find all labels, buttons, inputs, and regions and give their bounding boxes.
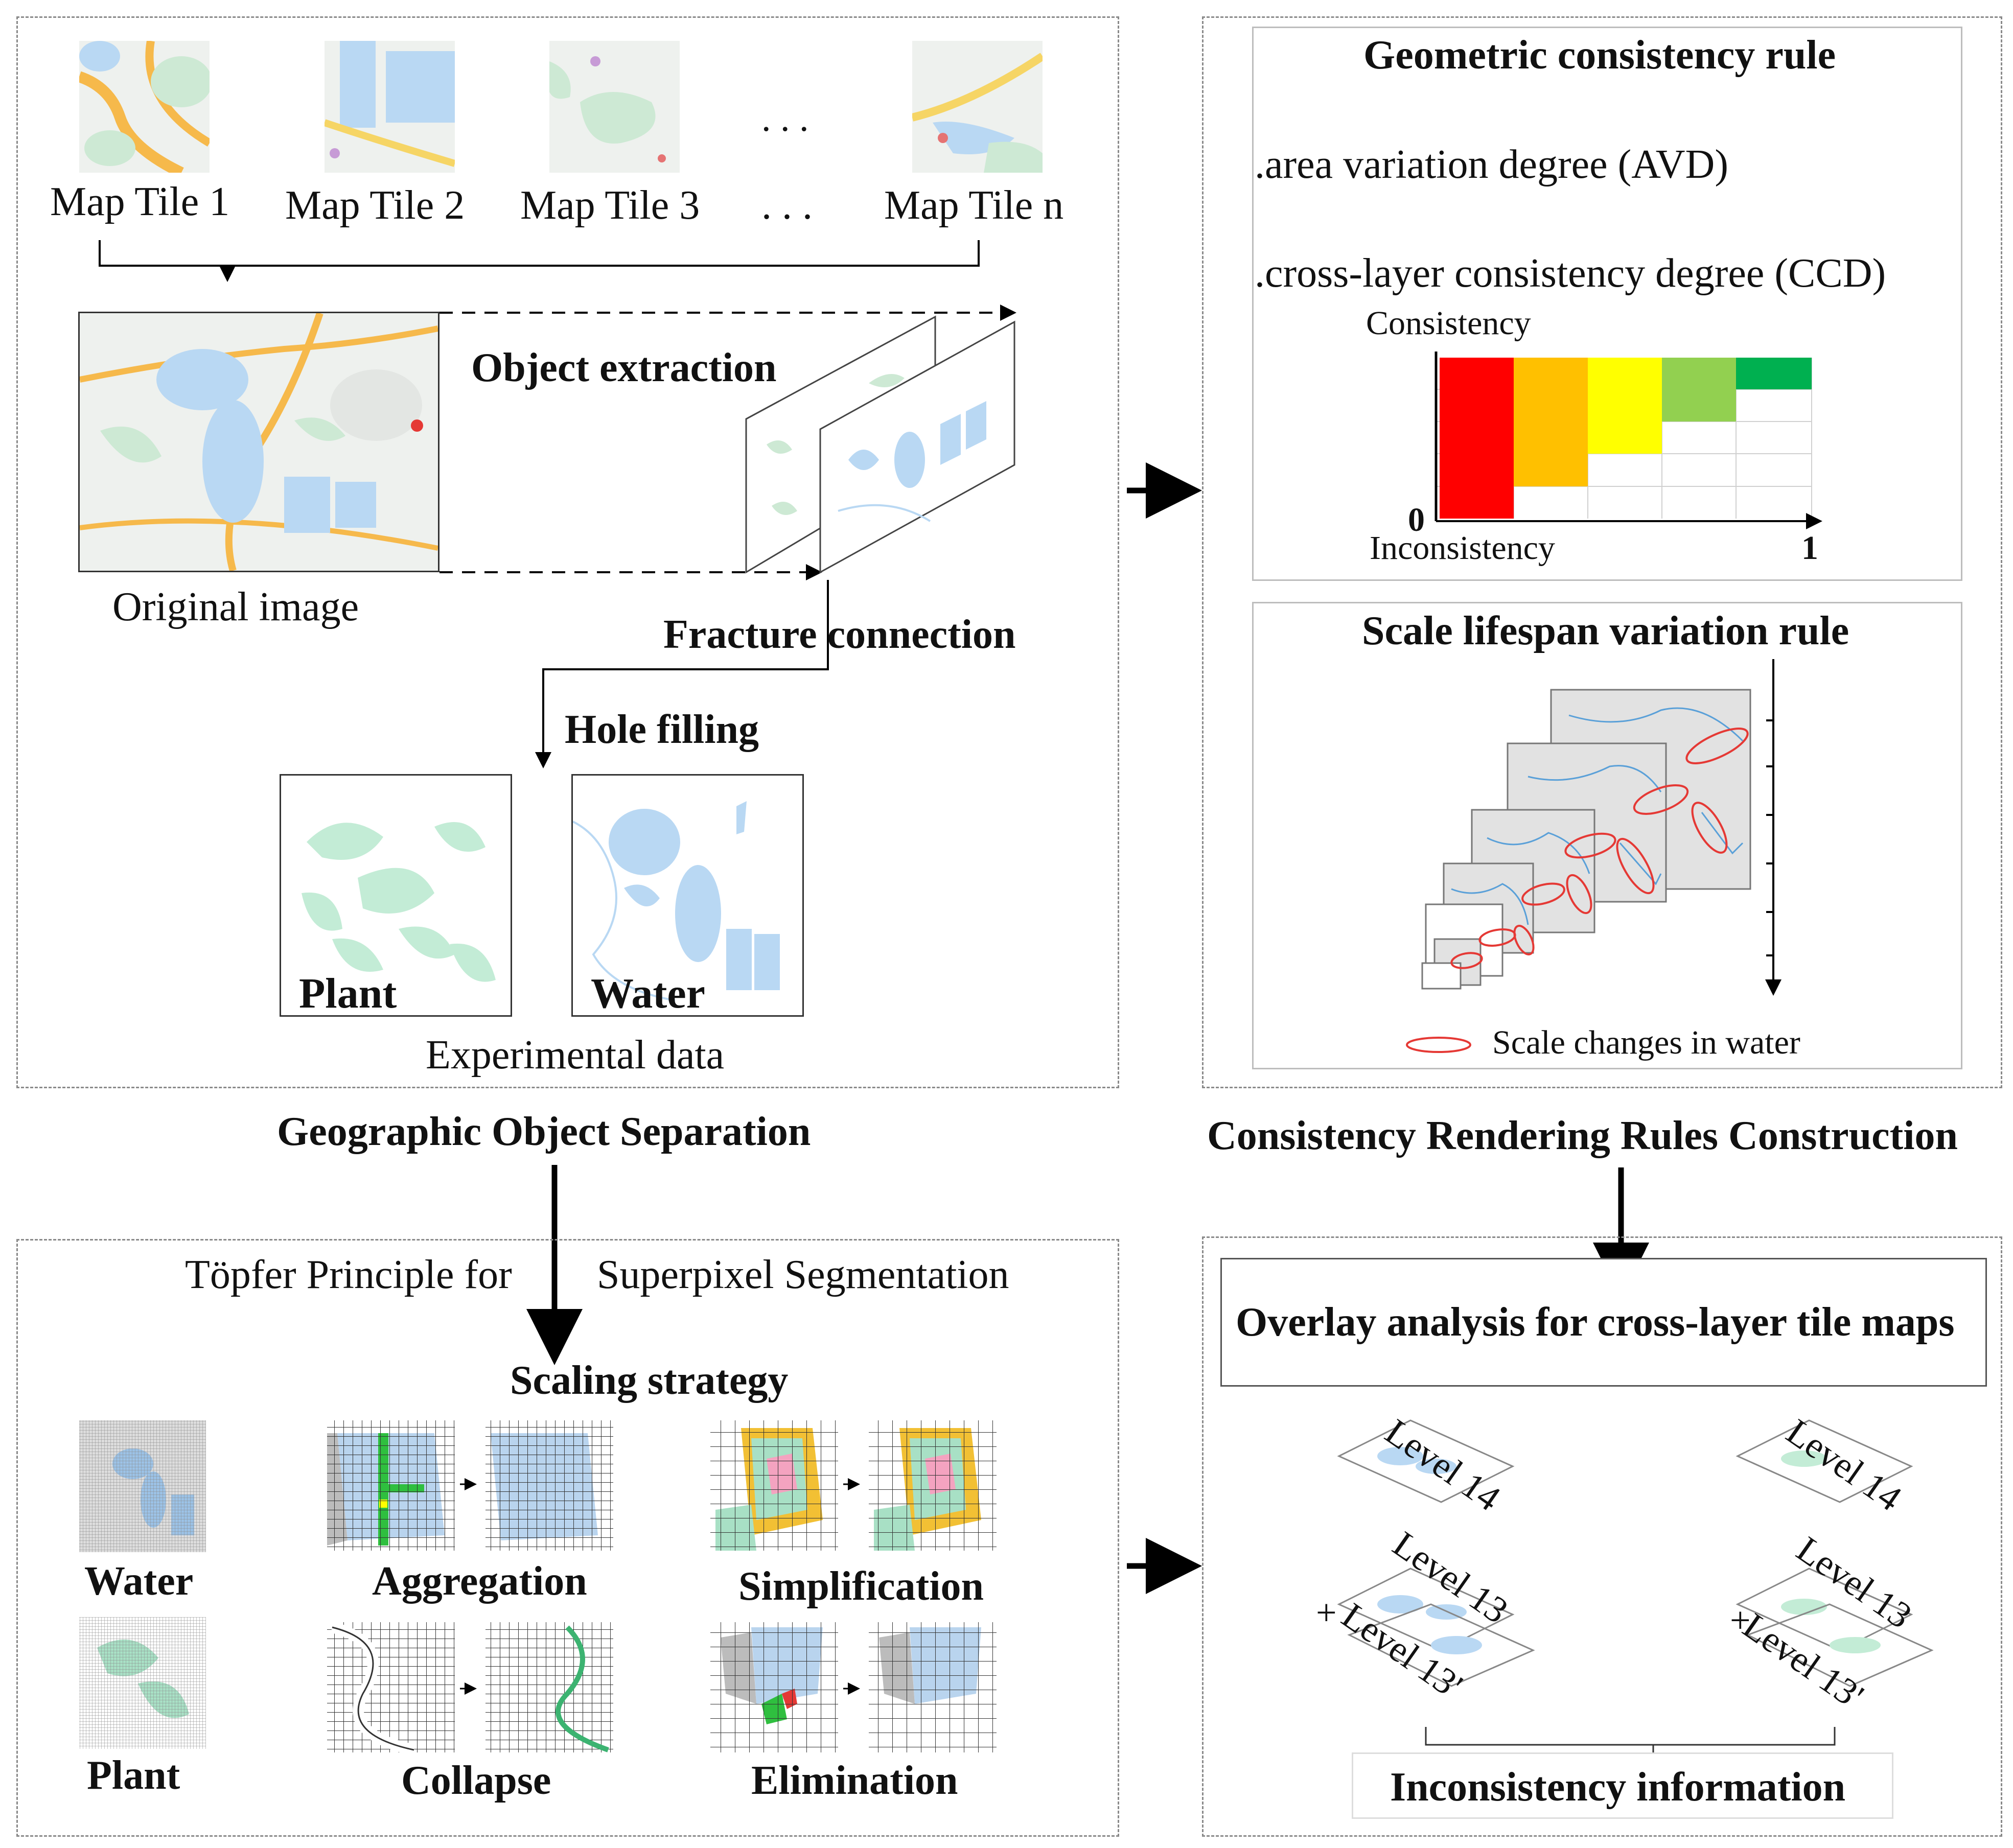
scaling-thumbnails [79, 1420, 997, 1756]
topfer-label: Töpfer Principle for [185, 1252, 512, 1297]
map-tile-n-graphic [912, 41, 1043, 173]
simplification-label: Simplification [738, 1564, 984, 1609]
collapse-label: Collapse [401, 1758, 551, 1803]
water-grid-thumb [79, 1420, 206, 1552]
water-data-box: Water [571, 774, 804, 1017]
simplification-after-thumb [869, 1420, 997, 1551]
map-tile-label-3: Map Tile 3 [520, 183, 700, 228]
geometric-consistency-title: Geometric consistency rule [1363, 33, 1836, 78]
overlay-analysis-panel [1202, 1236, 2002, 1837]
extraction-dashed-lines [439, 305, 1016, 580]
scaling-strategy-panel [16, 1239, 1119, 1837]
object-extraction-label: Object extraction [471, 345, 777, 390]
overlay-title: Overlay analysis for cross-layer tile ma… [1236, 1300, 1955, 1345]
ccd-label: .cross-layer consistency degree (CCD) [1255, 251, 1886, 296]
axis-one-label: 1 [1801, 529, 1818, 567]
map-tile-3-thumbnail [549, 41, 680, 173]
collapse-before-thumb [327, 1622, 455, 1756]
map-tile-label-1: Map Tile 1 [50, 179, 230, 224]
plant-data-graphic [302, 822, 496, 982]
staircase-bar-yellow [1588, 358, 1662, 454]
inconsistency-axis-label: Inconsistency [1370, 529, 1555, 567]
scale-lifespan-title: Scale lifespan variation rule [1362, 609, 1849, 653]
staircase-bar-lightgreen [1662, 358, 1736, 422]
scale-lifespan-graphic [1421, 659, 1781, 996]
avd-label: .area variation degree (AVD) [1255, 142, 1728, 187]
geographic-object-separation-title: Geographic Object Separation [277, 1109, 811, 1154]
map-tile-2-thumbnail [325, 41, 455, 173]
experimental-data-label: Experimental data [426, 1033, 725, 1078]
tiles-bracket [99, 240, 980, 282]
overlay-title-box [1220, 1258, 1987, 1387]
hole-filling-label: Hole filling [565, 707, 759, 752]
flow-arrows [526, 462, 1649, 1594]
overlay-level-sheets [1337, 1419, 1934, 1687]
staircase-bar-red [1440, 358, 1514, 519]
water-data-graphic [572, 801, 780, 1001]
map-tile-1-thumbnail [79, 41, 210, 173]
elimination-before-thumb [710, 1622, 838, 1752]
plant-grid-thumb [79, 1617, 206, 1749]
original-image [78, 312, 439, 572]
water-grid-label: Water [84, 1559, 194, 1604]
consistency-staircase-chart [1434, 352, 1822, 529]
plant-data-box: Plant [280, 774, 512, 1017]
aggregation-after-thumb [485, 1420, 613, 1551]
scaling-strategy-label: Scaling strategy [510, 1358, 789, 1403]
collapse-after-thumb [485, 1622, 613, 1752]
elimination-after-thumb [869, 1622, 997, 1752]
original-image-label: Original image [112, 584, 359, 629]
consistency-axis-label: Consistency [1366, 305, 1531, 342]
fracture-connection-label: Fracture connection [663, 612, 1016, 657]
fracture-hole-path [535, 580, 829, 768]
simplification-before-thumb [710, 1420, 838, 1551]
map-tile-2-graphic [325, 41, 455, 173]
water-data-label: Water [591, 970, 705, 1017]
inconsistency-info-label: Inconsistency information [1390, 1765, 1846, 1810]
inconsistency-bracket [1425, 1727, 1836, 1752]
stacked-scale-layers [1421, 689, 1751, 990]
geographic-object-separation-panel [16, 16, 1119, 1088]
map-tile-label-ellipsis: . . . [761, 183, 813, 228]
plant-grid-label: Plant [87, 1753, 180, 1798]
consistency-rules-title: Consistency Rendering Rules Construction [1207, 1113, 1958, 1158]
plant-plus-sign: + [1730, 1600, 1751, 1641]
plant-data-label: Plant [299, 970, 397, 1017]
map-tile-n-thumbnail [912, 41, 1043, 173]
aggregation-label: Aggregation [372, 1559, 587, 1604]
staircase-bar-green [1736, 358, 1812, 389]
axis-zero-label: 0 [1408, 501, 1425, 539]
top-ellipsis: . . . [761, 98, 809, 139]
scale-axis [1765, 659, 1781, 996]
map-tile-label-2: Map Tile 2 [285, 183, 465, 228]
superpixel-label: Superpixel Segmentation [597, 1252, 1009, 1297]
map-tile-1-graphic [79, 41, 210, 173]
aggregation-before-thumb [327, 1420, 455, 1551]
staircase-bar-orange [1514, 358, 1588, 486]
elimination-label: Elimination [751, 1758, 958, 1803]
geometric-consistency-box [1252, 27, 1962, 581]
extracted-layers-graphic [745, 315, 1015, 574]
map-tile-label-n: Map Tile n [884, 183, 1064, 228]
water-plus-sign: + [1316, 1592, 1337, 1633]
scale-change-ellipses [1450, 728, 1749, 969]
consistency-rules-panel [1202, 16, 2002, 1088]
scale-legend-label: Scale changes in water [1492, 1024, 1800, 1061]
scale-legend-icon [1406, 1037, 1471, 1053]
inconsistency-info-box [1352, 1752, 1893, 1819]
original-image-graphic [80, 313, 438, 571]
map-tile-3-graphic [549, 41, 680, 173]
